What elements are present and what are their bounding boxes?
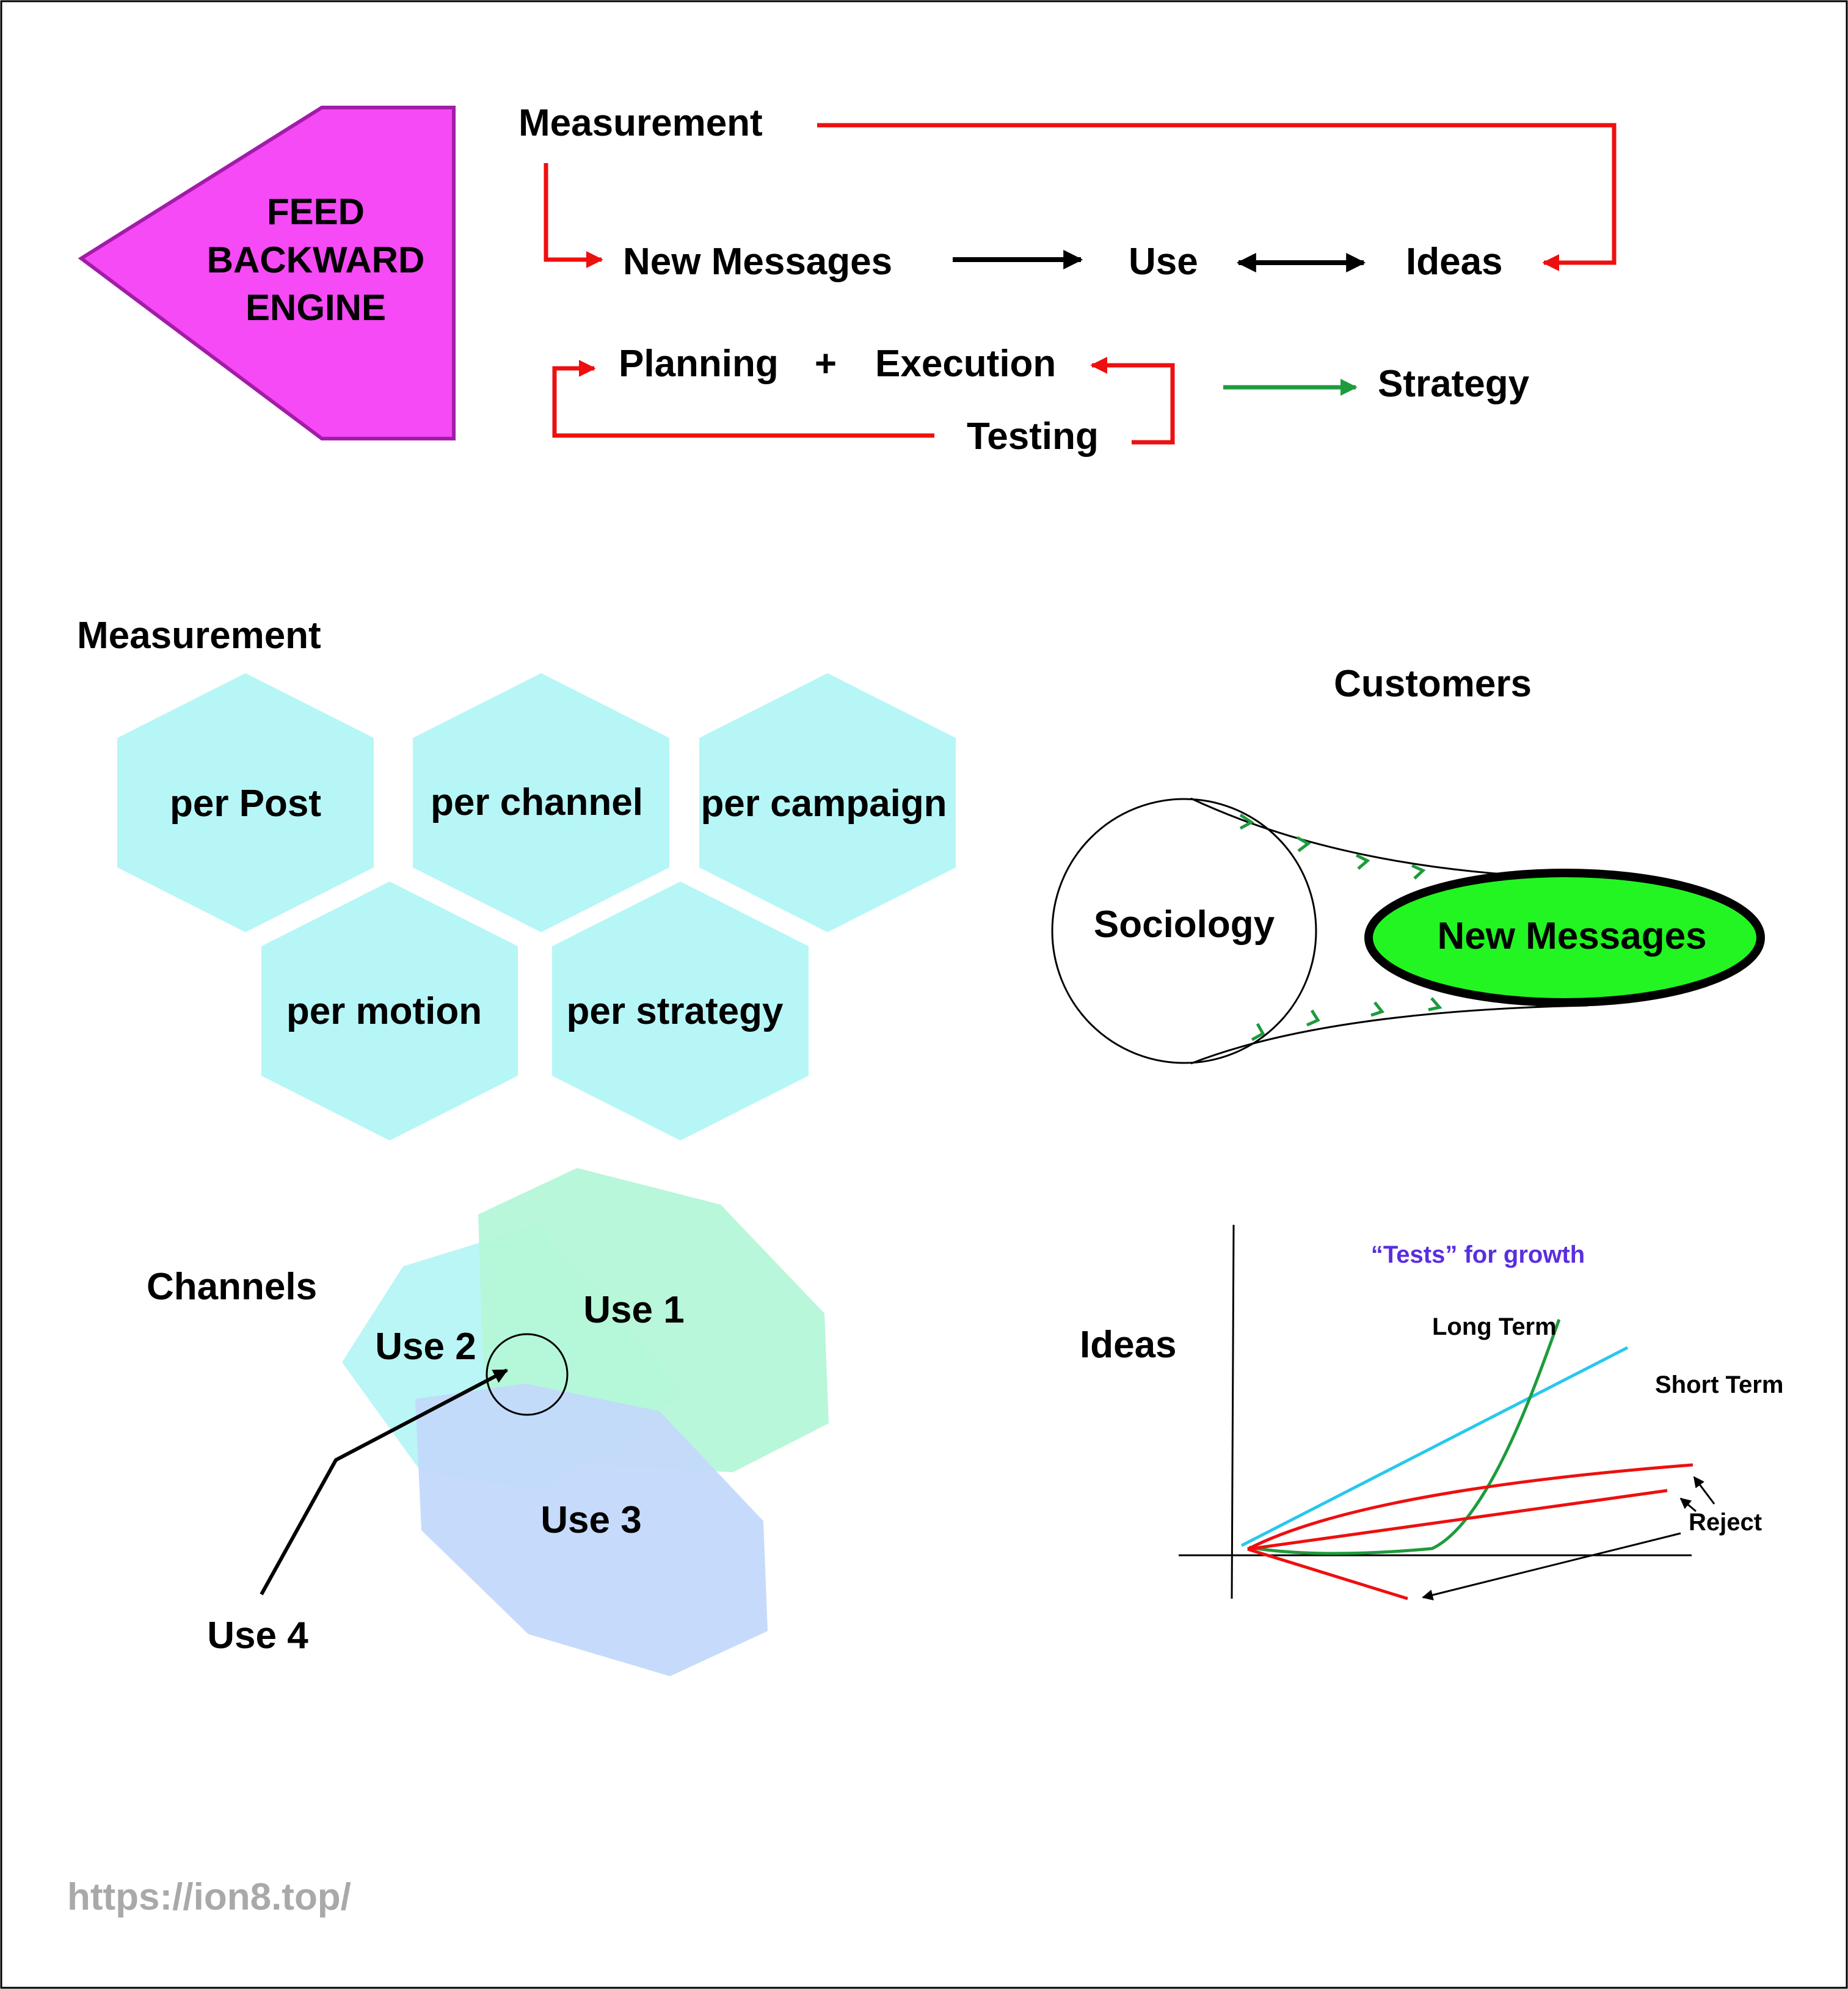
ideas-y-axis <box>1231 1224 1235 1599</box>
channels-title: Channels <box>147 1266 317 1308</box>
flow-planning-label: Planning <box>619 343 779 385</box>
hexagon-label-per-post: per Post <box>170 783 321 825</box>
customers-title: Customers <box>1334 663 1532 705</box>
flow-ideas-label: Ideas <box>1406 241 1503 283</box>
chevron-icon <box>1355 853 1370 870</box>
new-messages-ellipse <box>1364 869 1765 1007</box>
sociology-circle <box>1051 798 1317 1064</box>
long-term-curve <box>1248 1319 1561 1555</box>
growth-test-line-upper <box>1246 1463 1693 1551</box>
chevron-icon <box>1306 1009 1320 1027</box>
measurement-to-new-messages-connector <box>544 163 603 268</box>
chevron-icon <box>1370 1001 1385 1017</box>
declining-test-line <box>1247 1547 1408 1600</box>
new-messages-ellipse-label: New Messages <box>1437 915 1706 957</box>
measurement-section-title: Measurement <box>77 615 321 657</box>
customers-section: Customers Sociology New Messages <box>1051 663 1765 1065</box>
flow-plus-label: + <box>815 343 837 385</box>
flow-strategy-label: Strategy <box>1378 363 1530 405</box>
feed-backward-engine: FEED BACKWARD ENGINE <box>78 106 456 440</box>
hexagon-label-per-channel: per channel <box>431 781 643 823</box>
customer-curve-top <box>1190 797 1512 876</box>
short-term-line <box>1240 1346 1629 1547</box>
flow-section: Measurement New Messages Use Ideas Plann… <box>518 102 1617 458</box>
hexagon-per-post <box>117 673 374 932</box>
long-term-label: Long Term <box>1432 1313 1557 1340</box>
growth-test-line-lower <box>1247 1489 1668 1551</box>
flow-use-label: Use <box>1129 241 1198 283</box>
engine-pentagon-shape <box>78 106 456 440</box>
hexagon-per-channel <box>413 673 669 932</box>
flow-execution-label: Execution <box>875 343 1056 385</box>
blob-use-3 <box>415 1384 768 1676</box>
engine-title-line-3: ENGINE <box>246 287 386 328</box>
ideas-title: Ideas <box>1080 1324 1177 1366</box>
chevron-icon <box>1296 836 1311 852</box>
hexagon-label-per-campaign: per campaign <box>700 783 947 825</box>
short-term-label: Short Term <box>1655 1371 1783 1398</box>
hexagon-per-campaign <box>699 673 956 932</box>
chevron-icon <box>1411 864 1426 880</box>
reject-arrow-upper <box>1693 1476 1715 1505</box>
testing-to-execution-connector <box>1090 357 1175 445</box>
hexagon-per-strategy <box>552 881 809 1140</box>
reject-arrow-lower <box>1679 1497 1697 1513</box>
reject-label: Reject <box>1689 1509 1762 1536</box>
hexagon-label-per-motion: per motion <box>286 990 482 1032</box>
chevron-icon <box>1428 997 1442 1012</box>
measurement-to-ideas-connector <box>817 123 1617 271</box>
use-1-label: Use 1 <box>583 1289 684 1331</box>
customer-curve-bottom <box>1190 1004 1588 1065</box>
flow-new-messages-label: New Messages <box>623 241 892 283</box>
ideas-chart-subtitle: “Tests” for growth <box>1371 1241 1585 1268</box>
flow-testing-label: Testing <box>967 415 1099 458</box>
engine-title-line-2: BACKWARD <box>207 239 425 280</box>
use-4-label: Use 4 <box>207 1615 308 1657</box>
reject-arrow-long <box>1422 1532 1681 1600</box>
sociology-label: Sociology <box>1094 903 1275 946</box>
footer-url[interactable]: https://ion8.top/ <box>67 1876 351 1918</box>
channels-section: Channels Use 1 Use 2 Use 3 Use 4 <box>147 1168 829 1676</box>
use-3-label: Use 3 <box>540 1499 641 1541</box>
use-2-label: Use 2 <box>375 1326 476 1368</box>
measurement-section: Measurement per Post per channel per cam… <box>77 615 956 1140</box>
flow-measurement-label: Measurement <box>518 102 763 144</box>
hexagon-per-motion <box>261 881 518 1140</box>
hexagon-label-per-strategy: per strategy <box>567 990 784 1032</box>
ideas-section: Ideas “Tests” for growth Long Term Short… <box>1080 1224 1783 1600</box>
customer-flow-chevrons <box>1239 813 1442 1042</box>
chevron-icon <box>1239 813 1254 830</box>
use-4-pointer-arrow <box>260 1368 509 1596</box>
testing-to-planning-connector <box>552 360 934 438</box>
overlap-marker-circle <box>486 1333 569 1416</box>
chevron-icon <box>1251 1023 1265 1042</box>
engine-title-line-1: FEED <box>267 191 365 232</box>
